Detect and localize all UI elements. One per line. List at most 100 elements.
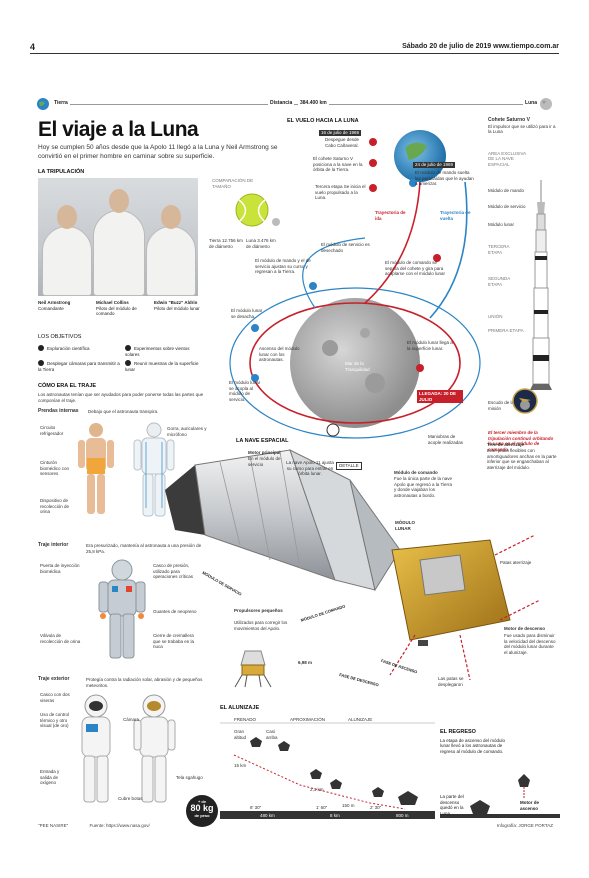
crew-photo — [38, 178, 198, 296]
thrusters-desc: Utilizados para corregir los movimientos… — [234, 620, 288, 631]
label-orina: Dispositivo de recolección de orina — [40, 498, 70, 514]
interior-suit-figure — [98, 559, 146, 659]
trajectory-go — [364, 181, 421, 304]
step-10: El módulo de servicio es desechado — [321, 242, 370, 253]
label-casco-viseras: Casco con dos viseras — [40, 692, 70, 703]
crew-heading: LA TRIPULACIÓN — [38, 169, 85, 175]
label-cinturon: Cinturón biomédico con sensores — [40, 460, 70, 476]
inner-title: Prendas internas — [38, 408, 79, 414]
return-section: EL REGRESO La etapa de ascenso del módul… — [440, 729, 560, 820]
rocket-part: UNIÓN — [488, 314, 503, 319]
rocket-part: Módulo lunar — [488, 222, 515, 227]
feet-label: Patas aterrizaje — [500, 560, 532, 565]
rocket-escape: AREA EXCLUSIVA DE LA NAVE ESPACIAL — [488, 150, 526, 167]
lunar-orbit — [249, 302, 461, 424]
rocket-title: Cohete Saturno V — [488, 117, 530, 123]
earth-icon — [37, 98, 49, 110]
phase-sub: Gran altitud — [234, 729, 247, 740]
trajectory-back — [429, 181, 468, 319]
phase-label: ALUNIZAJE — [348, 717, 373, 722]
intro-text: Hoy se cumplen 50 años desde que la Apol… — [38, 144, 278, 160]
rocket-column: Cohete Saturno V El impulsor que se util… — [488, 117, 558, 451]
base-note: La parte del descenso quedó en la Luna. — [440, 794, 464, 816]
launch-date: 16 de julio de 1969 — [319, 130, 362, 136]
descent-engine-desc: Fue usado para disminuir la velocidad de… — [504, 633, 556, 655]
descent-engine-title: Motor de descenso — [504, 626, 546, 631]
objective-item: Desplegar cámaras para transmitir a la T… — [38, 360, 120, 372]
main-engine-desc: En el módulo de servicio — [248, 456, 281, 467]
step-2: El cohete Saturno V posiciona a la nave … — [313, 156, 363, 172]
label-oxigeno: Entrada y salida de oxígeno — [40, 769, 60, 785]
ship-desc: La nave Apolo 11 ajusta su curso para en… — [286, 460, 334, 476]
lunar-module-small-icon — [234, 650, 272, 688]
crew-role: Piloto del módulo lunar — [154, 305, 200, 311]
header-date: Sábado 20 de julio de 2019 www.tiempo.co… — [402, 43, 559, 50]
landing-profile — [220, 722, 435, 819]
spacecraft-section: LA NAVE ESPACIAL Motor principal En el m… — [160, 438, 560, 690]
weight-prefix: + de — [197, 799, 207, 804]
return-text: La etapa de ascenso del módulo lunar lle… — [440, 737, 506, 754]
phase-sub: Casi arriba — [266, 729, 278, 740]
mission-patch-icon — [512, 388, 538, 414]
distance-label: Distancia — [268, 100, 295, 106]
ship-heading: LA NAVE ESPACIAL — [236, 438, 289, 444]
flight-diagram: EL VUELO HACIA LA LUNA 16 de julio de 19… — [215, 118, 555, 448]
page-number: 4 — [30, 42, 36, 52]
label-casco-presion: Casco de presión, utilizado para operaci… — [153, 563, 194, 579]
exterior-desc: Protegía contra la radiación solar, abra… — [86, 677, 203, 688]
step-7: Ascenso del módulo lunar con los astrona… — [259, 346, 300, 362]
objective-item: Exploración científica — [38, 345, 120, 352]
height-label: 6,98 m — [298, 660, 313, 665]
objective-item: Experimentos sobre vientos solares — [125, 345, 190, 357]
command-title: Módulo de comando — [394, 470, 438, 475]
outer-orbit — [229, 287, 481, 439]
crew-role: Comandante — [38, 305, 64, 311]
detail-button: DETALLE — [336, 462, 362, 470]
phase-label: FRENADO — [234, 717, 257, 722]
height-value: 2,1 km — [310, 787, 324, 792]
step-5: El módulo de comando se separa del cohet… — [385, 260, 446, 276]
astronaut-collins — [93, 189, 145, 296]
main-engine-title: Motor principal — [248, 450, 281, 455]
earth-size: Tierra 12.756 km de diámetro — [209, 238, 243, 249]
footer-right: Infografía: JORGE PORTAZ — [496, 823, 553, 828]
distance-value: 480 km — [260, 813, 275, 818]
bullet-icon — [125, 360, 131, 366]
return-illustration — [440, 774, 560, 818]
page-title: El viaje a la Luna — [38, 118, 199, 141]
label-control-termico: Uso de control térmico y otro visual (de… — [40, 712, 70, 728]
label-cierre: Cierre de cremallera que se trababa en l… — [153, 633, 195, 649]
label-inyeccion: Puerta de inyección biomédica — [40, 563, 80, 574]
step-6: El módulo lunar se desacha. — [231, 308, 263, 319]
inner-desc: Debajo que el astronauta transpira. — [88, 409, 159, 414]
rocket-part: PRIMERA ETAPA — [488, 328, 524, 333]
interior-desc: Era presurizado, mantenía al astronauta … — [86, 543, 202, 554]
label-gorra: Gorra, auriculares y micrófono — [167, 426, 207, 437]
step-markers — [251, 138, 441, 437]
label-valvula: Válvula de recolección de orina — [40, 633, 81, 644]
label-cubre-botas: Cubre botas — [118, 796, 143, 801]
weight-suffix: de peso — [194, 813, 210, 818]
inner-garments-figure — [78, 422, 175, 517]
crew-name: Michael Collins — [96, 300, 129, 305]
earth-ball-icon — [235, 193, 269, 227]
step-15: El módulo de mando suelta las paracaídas… — [415, 170, 474, 186]
weight-value: 80 kg — [190, 803, 214, 813]
arrival-badge: LLEGADA: 20 DE JULIO — [417, 390, 463, 403]
traj-back: Trayectoria de vuelta — [440, 210, 471, 221]
suit-heading: CÓMO ERA EL TRAJE — [38, 383, 97, 389]
size-comparison — [235, 193, 280, 227]
label-camara: Cámara — [123, 717, 140, 722]
distance-value: 8 km — [330, 813, 340, 818]
ascent-engine-label: Motor de ascenso — [520, 800, 539, 811]
maneuvers-note: Maniobras de acople realizadas — [428, 434, 464, 445]
objective-item: Reunir muestras de la superficie lunar — [125, 360, 199, 372]
label-circuito: Circuito refrigerador — [40, 425, 64, 436]
label-tela: Tela sgahugo — [176, 775, 203, 780]
footer-credit: "PEE NASIRE" — [38, 823, 69, 828]
escudo-label: Escudo de la misión — [488, 400, 515, 411]
flight-paths — [229, 130, 481, 439]
time-value: 2' 30" — [370, 805, 382, 810]
height-value: 150 m — [342, 803, 355, 808]
main-engine-nozzle — [165, 465, 205, 535]
